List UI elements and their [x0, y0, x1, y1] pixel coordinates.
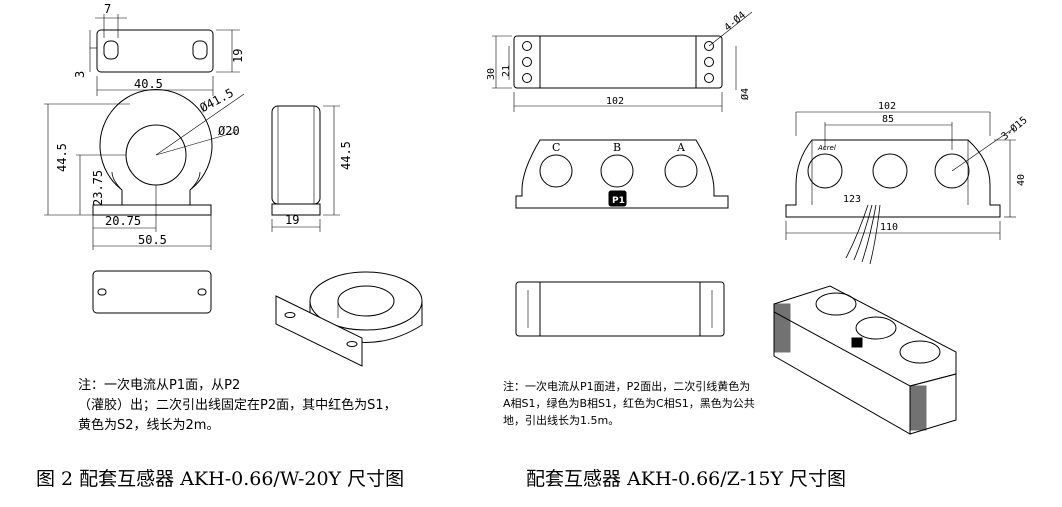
- dim-slot-offset: 3: [73, 71, 87, 78]
- w20y-isometric-view: [275, 271, 423, 367]
- dim-hole-label: 4-Ø4: [722, 9, 748, 34]
- left-caption: 图 2 配套互感器 AKH-0.66/W-20Y 尺寸图: [36, 468, 405, 490]
- dim-height: 44.5: [55, 143, 69, 172]
- w20y-front-view: [44, 89, 245, 250]
- right-caption: 配套互感器 AKH-0.66/Z-15Y 尺寸图: [526, 468, 847, 490]
- dim-center-height: 23.75: [91, 170, 105, 206]
- right-dimension-labels: 30 21 4-Ø4 Ø4 102 102 85 3-Ø15 40 110 C …: [486, 9, 1030, 233]
- z15y-top-view: [492, 11, 753, 112]
- dim-tab-width: 7: [104, 2, 111, 16]
- phase-label-c: C: [552, 141, 560, 154]
- left-note-line-1: 注：一次电流从P1面，从P2: [78, 378, 241, 393]
- w20y-side-view: [271, 105, 340, 232]
- left-dimension-labels: 7 3 40.5 19 Ø41.5 Ø20 44.5 23.75 20.75 5…: [55, 2, 353, 247]
- right-note: 注：一次电流从P1面进，P2面出，二次引线黄色为 A相S1，绿色为B相S1，红色…: [503, 378, 823, 429]
- left-note-line-2: （灌胶）出；二次引出线固定在P2面，其中红色为S1，: [78, 398, 397, 413]
- w20y-top-view: [89, 14, 240, 96]
- dim-height-30: 30: [486, 68, 497, 80]
- brand-logo: Acrel: [817, 144, 836, 152]
- dim-height-21: 21: [501, 65, 512, 77]
- dim-front-length: 102: [878, 101, 896, 112]
- dim-hole-size: Ø4: [739, 88, 751, 100]
- dim-front-height: 40: [1016, 174, 1027, 186]
- dim-hole-span: 85: [882, 114, 894, 125]
- dim-top-length: 102: [606, 96, 624, 107]
- right-note-line-3: 地，引出线长为1.5m。: [503, 414, 620, 427]
- dim-base-length: 110: [880, 222, 898, 233]
- right-note-line-1: 注：一次电流从P1面进，P2面出，二次引线黄色为: [503, 380, 751, 393]
- z15y-bottom-view: [515, 281, 725, 337]
- z15y-isometric-view: [773, 285, 957, 435]
- dim-side-height: 44.5: [339, 141, 353, 170]
- w20y-bottom-view: [92, 270, 212, 314]
- terminal-label: 123: [843, 194, 861, 205]
- dim-top-height: 19: [231, 49, 245, 63]
- phase-label-b: B: [613, 141, 621, 154]
- dim-side-width: 19: [285, 213, 299, 227]
- dim-center-offset: 20.75: [105, 214, 141, 228]
- left-note: 注：一次电流从P1面，从P2 （灌胶）出；二次引出线固定在P2面，其中红色为S1…: [78, 376, 498, 436]
- p1-mark: P1: [612, 196, 625, 206]
- left-note-line-3: 黄色为S2，线长为2m。: [78, 418, 220, 433]
- phase-label-a: A: [676, 141, 686, 154]
- dim-top-width: 40.5: [134, 77, 163, 91]
- z15y-rear-view: [785, 111, 1016, 265]
- dim-inner-diameter: Ø20: [218, 124, 240, 138]
- z15y-front-view: [515, 139, 729, 209]
- right-note-line-2: A相S1，绿色为B相S1，红色为C相S1，黑色为公共: [503, 397, 755, 410]
- dim-base-width: 50.5: [138, 233, 167, 247]
- dim-holes-label: 3-Ø15: [999, 114, 1030, 143]
